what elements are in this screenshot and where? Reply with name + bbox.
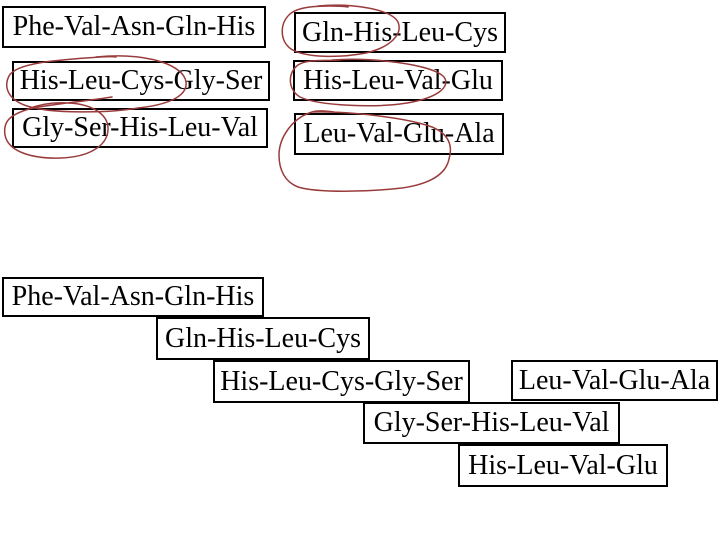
peptide-box: Gln-His-Leu-Cys	[294, 12, 506, 53]
peptide-box: Phe-Val-Asn-Gln-His	[2, 6, 266, 48]
aligned-peptide-box: Leu-Val-Glu-Ala	[511, 360, 718, 401]
aligned-peptide-box: Phe-Val-Asn-Gln-His	[2, 277, 264, 317]
aligned-peptide-box: Gln-His-Leu-Cys	[156, 317, 370, 360]
peptide-box: His-Leu-Val-Glu	[293, 60, 503, 101]
aligned-peptide-box: Gly-Ser-His-Leu-Val	[363, 402, 620, 444]
peptide-box: His-Leu-Cys-Gly-Ser	[12, 61, 270, 101]
aligned-peptide-box: His-Leu-Val-Glu	[458, 444, 668, 487]
peptide-box: Gly-Ser-His-Leu-Val	[12, 108, 268, 148]
peptide-box: Leu-Val-Glu-Ala	[294, 113, 504, 155]
aligned-peptide-box: His-Leu-Cys-Gly-Ser	[213, 360, 470, 403]
